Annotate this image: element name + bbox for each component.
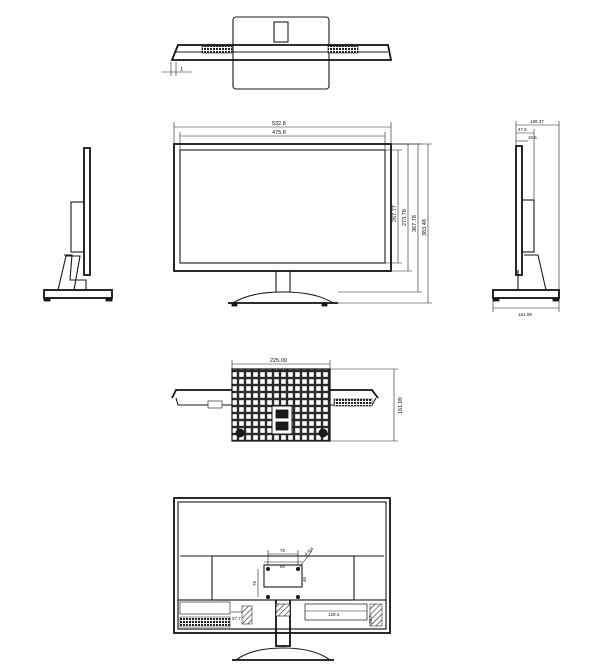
front-bezel bbox=[173, 143, 392, 272]
right-panel-profile bbox=[515, 145, 523, 276]
dim-base-depth-label: 161.09 bbox=[518, 312, 532, 317]
back-base-curve bbox=[235, 647, 331, 661]
bottom-port-left bbox=[207, 400, 223, 409]
left-stand-arm bbox=[57, 255, 81, 291]
dim-screen-width-label: 475.8 bbox=[272, 130, 286, 136]
back-side-block bbox=[369, 603, 383, 627]
right-base bbox=[492, 289, 560, 299]
dim-height-a bbox=[338, 143, 422, 293]
dim-overall-width bbox=[173, 122, 392, 144]
back-lower-bay bbox=[177, 599, 387, 630]
back-panel-outline bbox=[173, 497, 391, 634]
bottom-view: 225.09 161.09 bbox=[171, 358, 404, 442]
top-vent-right bbox=[327, 45, 359, 54]
bottom-hinge-b bbox=[275, 421, 289, 431]
dim-thin-depth-label: 16.6 bbox=[528, 135, 537, 140]
dim-vesa-h bbox=[267, 550, 299, 565]
dim-screen-height bbox=[385, 149, 402, 264]
bottom-foot-b bbox=[318, 428, 328, 438]
back-port-strip bbox=[179, 616, 231, 628]
dim-panel-height-label: 273.78 bbox=[402, 209, 408, 226]
dim-hole-label: 4-M4 bbox=[303, 546, 314, 557]
right-back-housing bbox=[521, 199, 535, 253]
left-back-housing bbox=[70, 201, 85, 253]
top-offset-label: 1 bbox=[180, 67, 183, 73]
front-foot-a bbox=[231, 302, 238, 307]
dim-base-height bbox=[330, 368, 398, 442]
bottom-buttons bbox=[333, 398, 373, 407]
left-neck bbox=[64, 254, 87, 290]
left-base bbox=[43, 289, 113, 299]
top-hinge bbox=[273, 21, 289, 43]
top-offset-dim bbox=[162, 62, 192, 76]
dim-vesa-v-label: 75 bbox=[252, 580, 257, 586]
bottom-foot-a bbox=[235, 428, 245, 438]
left-foot-b bbox=[105, 297, 113, 302]
right-foot-a bbox=[492, 297, 500, 302]
dim-base-width bbox=[231, 360, 331, 369]
vesa-hole-4 bbox=[295, 595, 300, 600]
dim-vent-w-label: 129.4 bbox=[328, 612, 340, 617]
bottom-hinge-a bbox=[275, 409, 289, 419]
left-panel-profile bbox=[83, 147, 91, 276]
right-foot-b bbox=[552, 297, 560, 302]
back-port-block-a bbox=[241, 605, 253, 625]
dim-hole-leader bbox=[297, 550, 313, 570]
dim-vesa-h-label: 75 bbox=[280, 548, 286, 553]
front-view: 532.8 475.8 267.77 273.78 367.78 383.48 bbox=[173, 121, 432, 307]
dim-overall-height-label: 383.48 bbox=[422, 219, 428, 236]
front-neck bbox=[275, 271, 291, 293]
front-screen bbox=[179, 149, 386, 264]
right-stand-arm bbox=[524, 254, 547, 291]
dim-base-depth bbox=[492, 301, 560, 312]
dim-panel-depth-label: 47.6 bbox=[518, 127, 527, 132]
top-stand-outline bbox=[232, 16, 330, 90]
dim-base-width-label: 225.09 bbox=[270, 358, 287, 364]
dim-overall-height bbox=[338, 143, 432, 304]
dim-side-h-label: 38.5 bbox=[368, 615, 373, 624]
right-side-view: 188.37 47.6 16.6 161.09 bbox=[492, 119, 560, 317]
dim-screen-height-label: 267.77 bbox=[392, 205, 398, 222]
left-side-view bbox=[43, 147, 113, 302]
vesa-hole-1 bbox=[265, 567, 270, 572]
dim-depth-label: 188.37 bbox=[530, 119, 544, 124]
back-housing bbox=[211, 555, 355, 601]
dim-depth bbox=[515, 121, 560, 290]
dim-panel-depth bbox=[516, 129, 535, 200]
back-vent-block bbox=[304, 603, 368, 621]
top-vent-left bbox=[201, 45, 233, 54]
top-panel-profile bbox=[170, 44, 393, 61]
back-view: 75 4-M4 80 75 40 27.7 129.4 38.5 bbox=[173, 497, 391, 661]
dim-inner-w-label: 80 bbox=[280, 564, 286, 569]
back-vesa-area bbox=[263, 564, 303, 588]
front-base-curve bbox=[232, 291, 334, 304]
front-foot-b bbox=[321, 302, 328, 307]
top-view: 1 bbox=[162, 16, 393, 90]
dim-screen-width bbox=[179, 132, 386, 150]
dim-inner-h-label: 40 bbox=[302, 576, 307, 582]
back-label-area bbox=[179, 601, 231, 615]
back-neck-detail bbox=[275, 603, 291, 617]
back-neck bbox=[275, 600, 291, 647]
vesa-hole-3 bbox=[265, 595, 270, 600]
dim-base-height-label: 161.09 bbox=[398, 397, 404, 414]
dim-overall-width-label: 532.8 bbox=[272, 121, 286, 127]
left-foot-a bbox=[43, 297, 51, 302]
dim-port-w-label: 27.7 bbox=[232, 616, 241, 621]
dim-height-a-label: 367.78 bbox=[412, 215, 418, 232]
